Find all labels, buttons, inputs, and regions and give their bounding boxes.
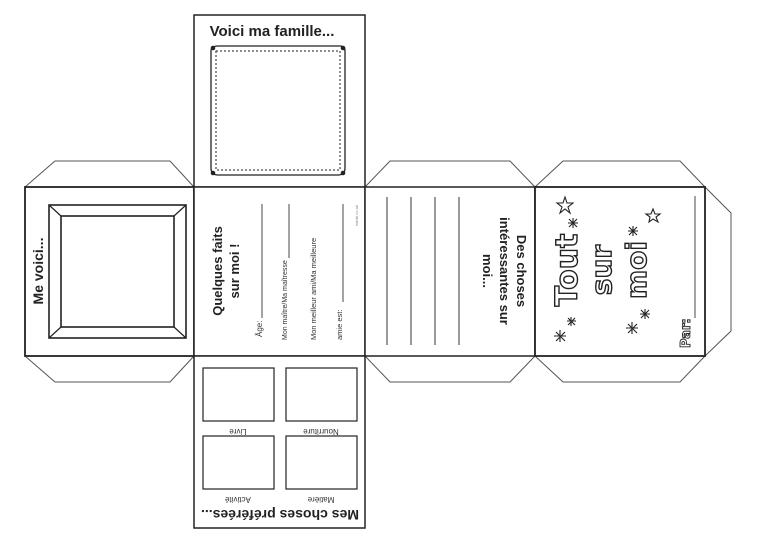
favorite-box-activite [202,435,275,490]
star-icon [640,309,650,319]
interesting-line1: Des choses [514,235,529,307]
glue-tab-left-bottom [24,355,195,383]
star-icon [555,195,575,215]
facts-age-label: Âge: [255,321,264,337]
favorites-title: Mes choses préférées... [201,507,359,523]
left-face-title: Me voici... [30,238,46,305]
glue-tab-right [704,186,732,357]
family-photo-dotted-border [215,50,341,171]
top-face-title: Voici ma famille... [210,23,335,40]
star-icon [626,322,638,334]
star-icon [628,226,638,236]
star-icon [568,218,578,228]
favorite-box-matiere [285,435,358,490]
cover-title: Tout sur moi [549,233,653,307]
favorite-label-matiere: Matière [307,495,334,504]
star-icon [554,330,566,342]
favorite-box-nourriture [285,367,358,422]
interesting-line2: intéressantes sur [497,217,512,325]
star-icon [567,317,576,326]
cover-word-sur: sur [585,245,618,296]
cover-stars [554,195,662,342]
cover-par-label: Par: [679,318,694,348]
glue-tab-left-top [24,160,195,188]
interesting-face [364,186,536,357]
glue-tab-third-bottom [364,355,536,383]
facts-title-line1: Quelques faits [210,226,225,316]
favorite-label-livre: Livre [229,427,247,436]
favorite-label-nourriture: Nourriture [303,427,339,436]
facts-title-line2: sur moi ! [227,244,242,299]
facts-friend-label-2: amie est: [335,310,344,340]
interesting-line3: moi... [480,254,495,288]
glue-tab-cover-top [534,160,706,188]
glue-tab-cover-bottom [534,355,706,383]
glue-tab-third-top [364,160,536,188]
facts-friend-label-1: Mon meilleur ami/Ma meilleure [309,238,318,340]
family-photo-frame [210,45,346,176]
cover-word-tout: Tout [550,234,585,307]
me-photo-frame-inner [60,215,175,328]
cover-face [534,186,706,357]
star-icon [644,207,662,224]
facts-credit: twinkl.co.uk [354,205,359,226]
favorite-label-activite: Activité [225,495,251,504]
cover-word-moi: moi [620,241,653,299]
favorite-box-livre [202,367,275,422]
facts-teacher-label: Mon maître/Ma maîtresse [282,260,289,340]
